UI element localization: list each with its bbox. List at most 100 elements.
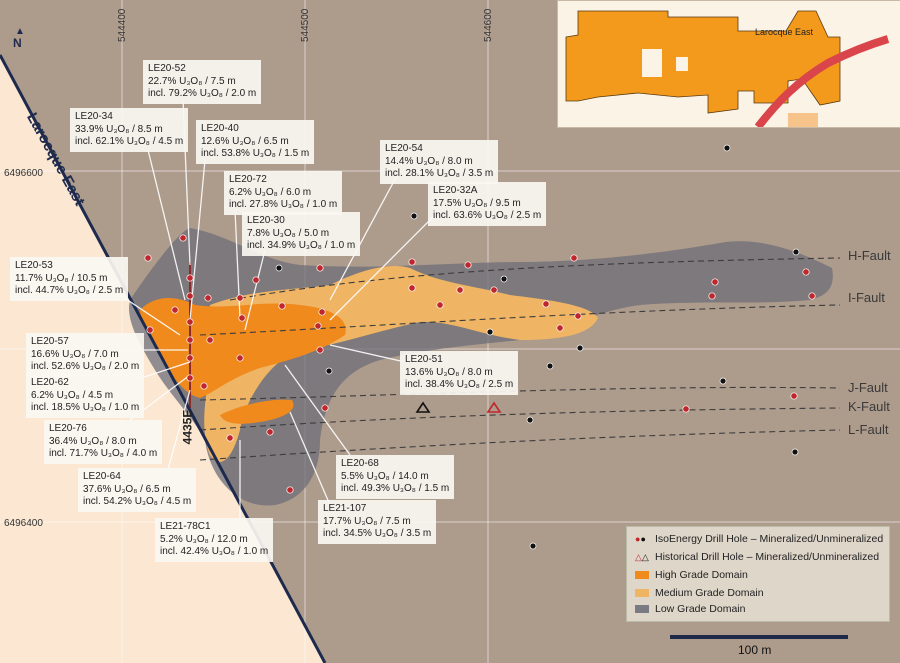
- intercept-line-2: incl. 18.5% U₃O₈ / 1.0 m: [31, 402, 140, 413]
- hole-id: LE20-68: [341, 458, 379, 469]
- scale-bar: [670, 635, 848, 639]
- fault-label-k: K-Fault: [848, 399, 890, 414]
- hole-id: LE21-107: [323, 503, 367, 514]
- inset-map: [557, 0, 900, 130]
- hole-id: LE20-34: [75, 111, 113, 122]
- intercept-line-2: incl. 28.1% U₃O₈ / 3.5 m: [385, 168, 494, 179]
- hole-id: LE20-57: [31, 336, 69, 347]
- inset-map-drawing: [565, 10, 890, 130]
- intercept-line-1: 22.7% U₃O₈ / 7.5 m: [148, 75, 236, 87]
- scale-label: 100 m: [738, 643, 772, 657]
- legend-triangle-icons: △△: [635, 551, 649, 562]
- intercept-line-2: incl. 62.1% U₃O₈ / 4.5 m: [75, 136, 184, 147]
- intercept-line-1: 5.2% U₃O₈ / 12.0 m: [160, 533, 248, 545]
- inset-map-label: Larocque East: [755, 27, 814, 37]
- fault-label-h: H-Fault: [848, 248, 891, 263]
- easting-544400: 544400: [117, 8, 128, 42]
- north-arrow-icon: ▲: [15, 26, 25, 37]
- intercept-line-1: 33.9% U₃O₈ / 8.5 m: [75, 123, 163, 135]
- historical-hole-unmineralized: [415, 401, 431, 413]
- intercept-line-2: incl. 53.8% U₃O₈ / 1.5 m: [201, 148, 310, 159]
- intercept-line-1: 17.7% U₃O₈ / 7.5 m: [323, 515, 411, 527]
- hole-id: LE20-51: [405, 354, 443, 365]
- fault-label-j: J-Fault: [848, 380, 888, 395]
- northing-6496600: 6496600: [4, 168, 43, 179]
- legend-label: Medium Grade Domain: [655, 587, 764, 599]
- legend-label: IsoEnergy Drill Hole – Mineralized/Unmin…: [655, 533, 884, 545]
- legend-item-high-grade: High Grade Domain: [635, 569, 748, 581]
- intercept-line-1: 16.6% U₃O₈ / 7.0 m: [31, 348, 119, 360]
- high-grade-domain-lens: [220, 399, 294, 424]
- legend-label: Historical Drill Hole – Mineralized/Unmi…: [655, 551, 880, 563]
- legend-item-historical-holes: △△ Historical Drill Hole – Mineralized/U…: [635, 551, 879, 563]
- intercept-line-2: incl. 38.4% U₃O₈ / 2.5 m: [405, 379, 514, 390]
- hole-id: LE20-72: [229, 174, 267, 185]
- inset-hole-2: [676, 57, 688, 71]
- north-label: N: [13, 36, 22, 50]
- legend-swatch: [635, 589, 649, 597]
- intercept-line-2: incl. 27.8% U₃O₈ / 1.0 m: [229, 199, 338, 210]
- hole-id: LE20-54: [385, 143, 423, 154]
- legend-swatch: [635, 605, 649, 613]
- section-label: 4435E: [180, 409, 195, 445]
- intercept-line-1: 36.4% U₃O₈ / 8.0 m: [49, 435, 137, 447]
- intercept-line-1: 6.2% U₃O₈ / 6.0 m: [229, 186, 312, 198]
- hole-id: LE20-64: [83, 471, 121, 482]
- drill-holes-unmineralized: [275, 144, 800, 550]
- intercept-line-2: incl. 44.7% U₃O₈ / 2.5 m: [15, 285, 124, 296]
- hole-id: LE20-40: [201, 123, 239, 134]
- intercept-line-1: 37.6% U₃O₈ / 6.5 m: [83, 483, 171, 495]
- intercept-line-2: incl. 34.9% U₃O₈ / 1.0 m: [247, 240, 356, 251]
- fault-lines: [199, 257, 841, 461]
- easting-544500: 544500: [300, 8, 311, 42]
- historical-hole-mineralized: [486, 401, 502, 413]
- intercept-line-1: 6.2% U₃O₈ / 4.5 m: [31, 389, 114, 401]
- intercept-line-1: 11.7% U₃O₈ / 10.5 m: [15, 272, 108, 284]
- intercept-line-1: 17.5% U₃O₈ / 9.5 m: [433, 197, 521, 209]
- intercept-line-1: 5.5% U₃O₈ / 14.0 m: [341, 470, 429, 482]
- inset-secondary-parcel: [788, 113, 818, 127]
- legend-dot-icons: ●●: [635, 534, 646, 544]
- inset-deposit-trend: [754, 35, 890, 130]
- intercept-line-2: incl. 63.6% U₃O₈ / 2.5 m: [433, 210, 542, 221]
- intercept-line-1: 14.4% U₃O₈ / 8.0 m: [385, 155, 473, 167]
- hole-id: LE21-78C1: [160, 521, 211, 532]
- intercept-line-1: 13.6% U₃O₈ / 8.0 m: [405, 366, 493, 378]
- intercept-line-2: incl. 42.4% U₃O₈ / 1.0 m: [160, 546, 269, 557]
- intercept-line-1: 7.8% U₃O₈ / 5.0 m: [247, 227, 330, 239]
- legend-item-medium-grade: Medium Grade Domain: [635, 587, 764, 599]
- intercept-line-2: incl. 79.2% U₃O₈ / 2.0 m: [148, 88, 257, 99]
- hole-id: LE20-62: [31, 377, 69, 388]
- hole-id: LE20-52: [148, 63, 186, 74]
- fault-label-l: L-Fault: [848, 422, 889, 437]
- intercept-line-2: incl. 71.7% U₃O₈ / 4.0 m: [49, 448, 158, 459]
- map-legend: ●● IsoEnergy Drill Hole – Mineralized/Un…: [626, 526, 890, 622]
- intercept-line-1: 12.6% U₃O₈ / 6.5 m: [201, 135, 289, 147]
- legend-label: Low Grade Domain: [655, 603, 746, 615]
- north-arrow: ▲ N: [13, 26, 25, 51]
- hole-id: LE20-32A: [433, 185, 478, 196]
- legend-item-isoenergy-holes: ●● IsoEnergy Drill Hole – Mineralized/Un…: [635, 533, 883, 545]
- intercept-line-2: incl. 52.6% U₃O₈ / 2.0 m: [31, 361, 140, 372]
- northing-6496400: 6496400: [4, 518, 43, 529]
- easting-544600: 544600: [483, 8, 494, 42]
- leader-lines: [119, 99, 441, 520]
- hole-id: LE20-30: [247, 215, 285, 226]
- intercept-line-2: incl. 49.3% U₃O₈ / 1.5 m: [341, 483, 450, 494]
- property-boundary: [0, 54, 327, 663]
- intercept-line-2: incl. 54.2% U₃O₈ / 4.5 m: [83, 496, 192, 507]
